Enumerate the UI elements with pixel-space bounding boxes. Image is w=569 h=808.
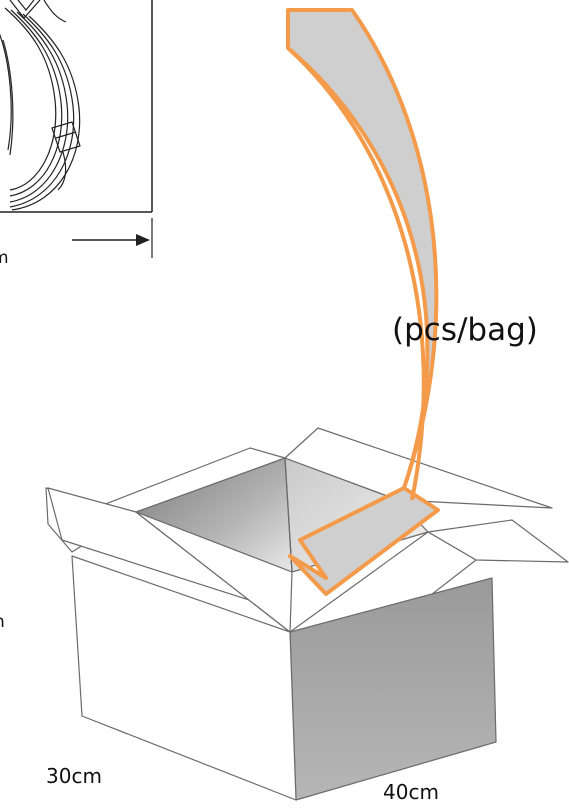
quantity-per-bag-label: (pcs/bag) <box>392 312 538 348</box>
curved-arrow-icon <box>286 8 440 596</box>
bag-width-dimension <box>72 218 153 258</box>
bag-width-label: m <box>0 248 9 268</box>
box-width-label: 30cm <box>46 764 102 788</box>
box-height-label: n <box>0 612 5 632</box>
bag-illustration <box>0 0 153 258</box>
box-length-label: 40cm <box>383 780 439 804</box>
open-box-illustration <box>45 427 569 801</box>
coiled-hose-icon <box>0 0 81 211</box>
